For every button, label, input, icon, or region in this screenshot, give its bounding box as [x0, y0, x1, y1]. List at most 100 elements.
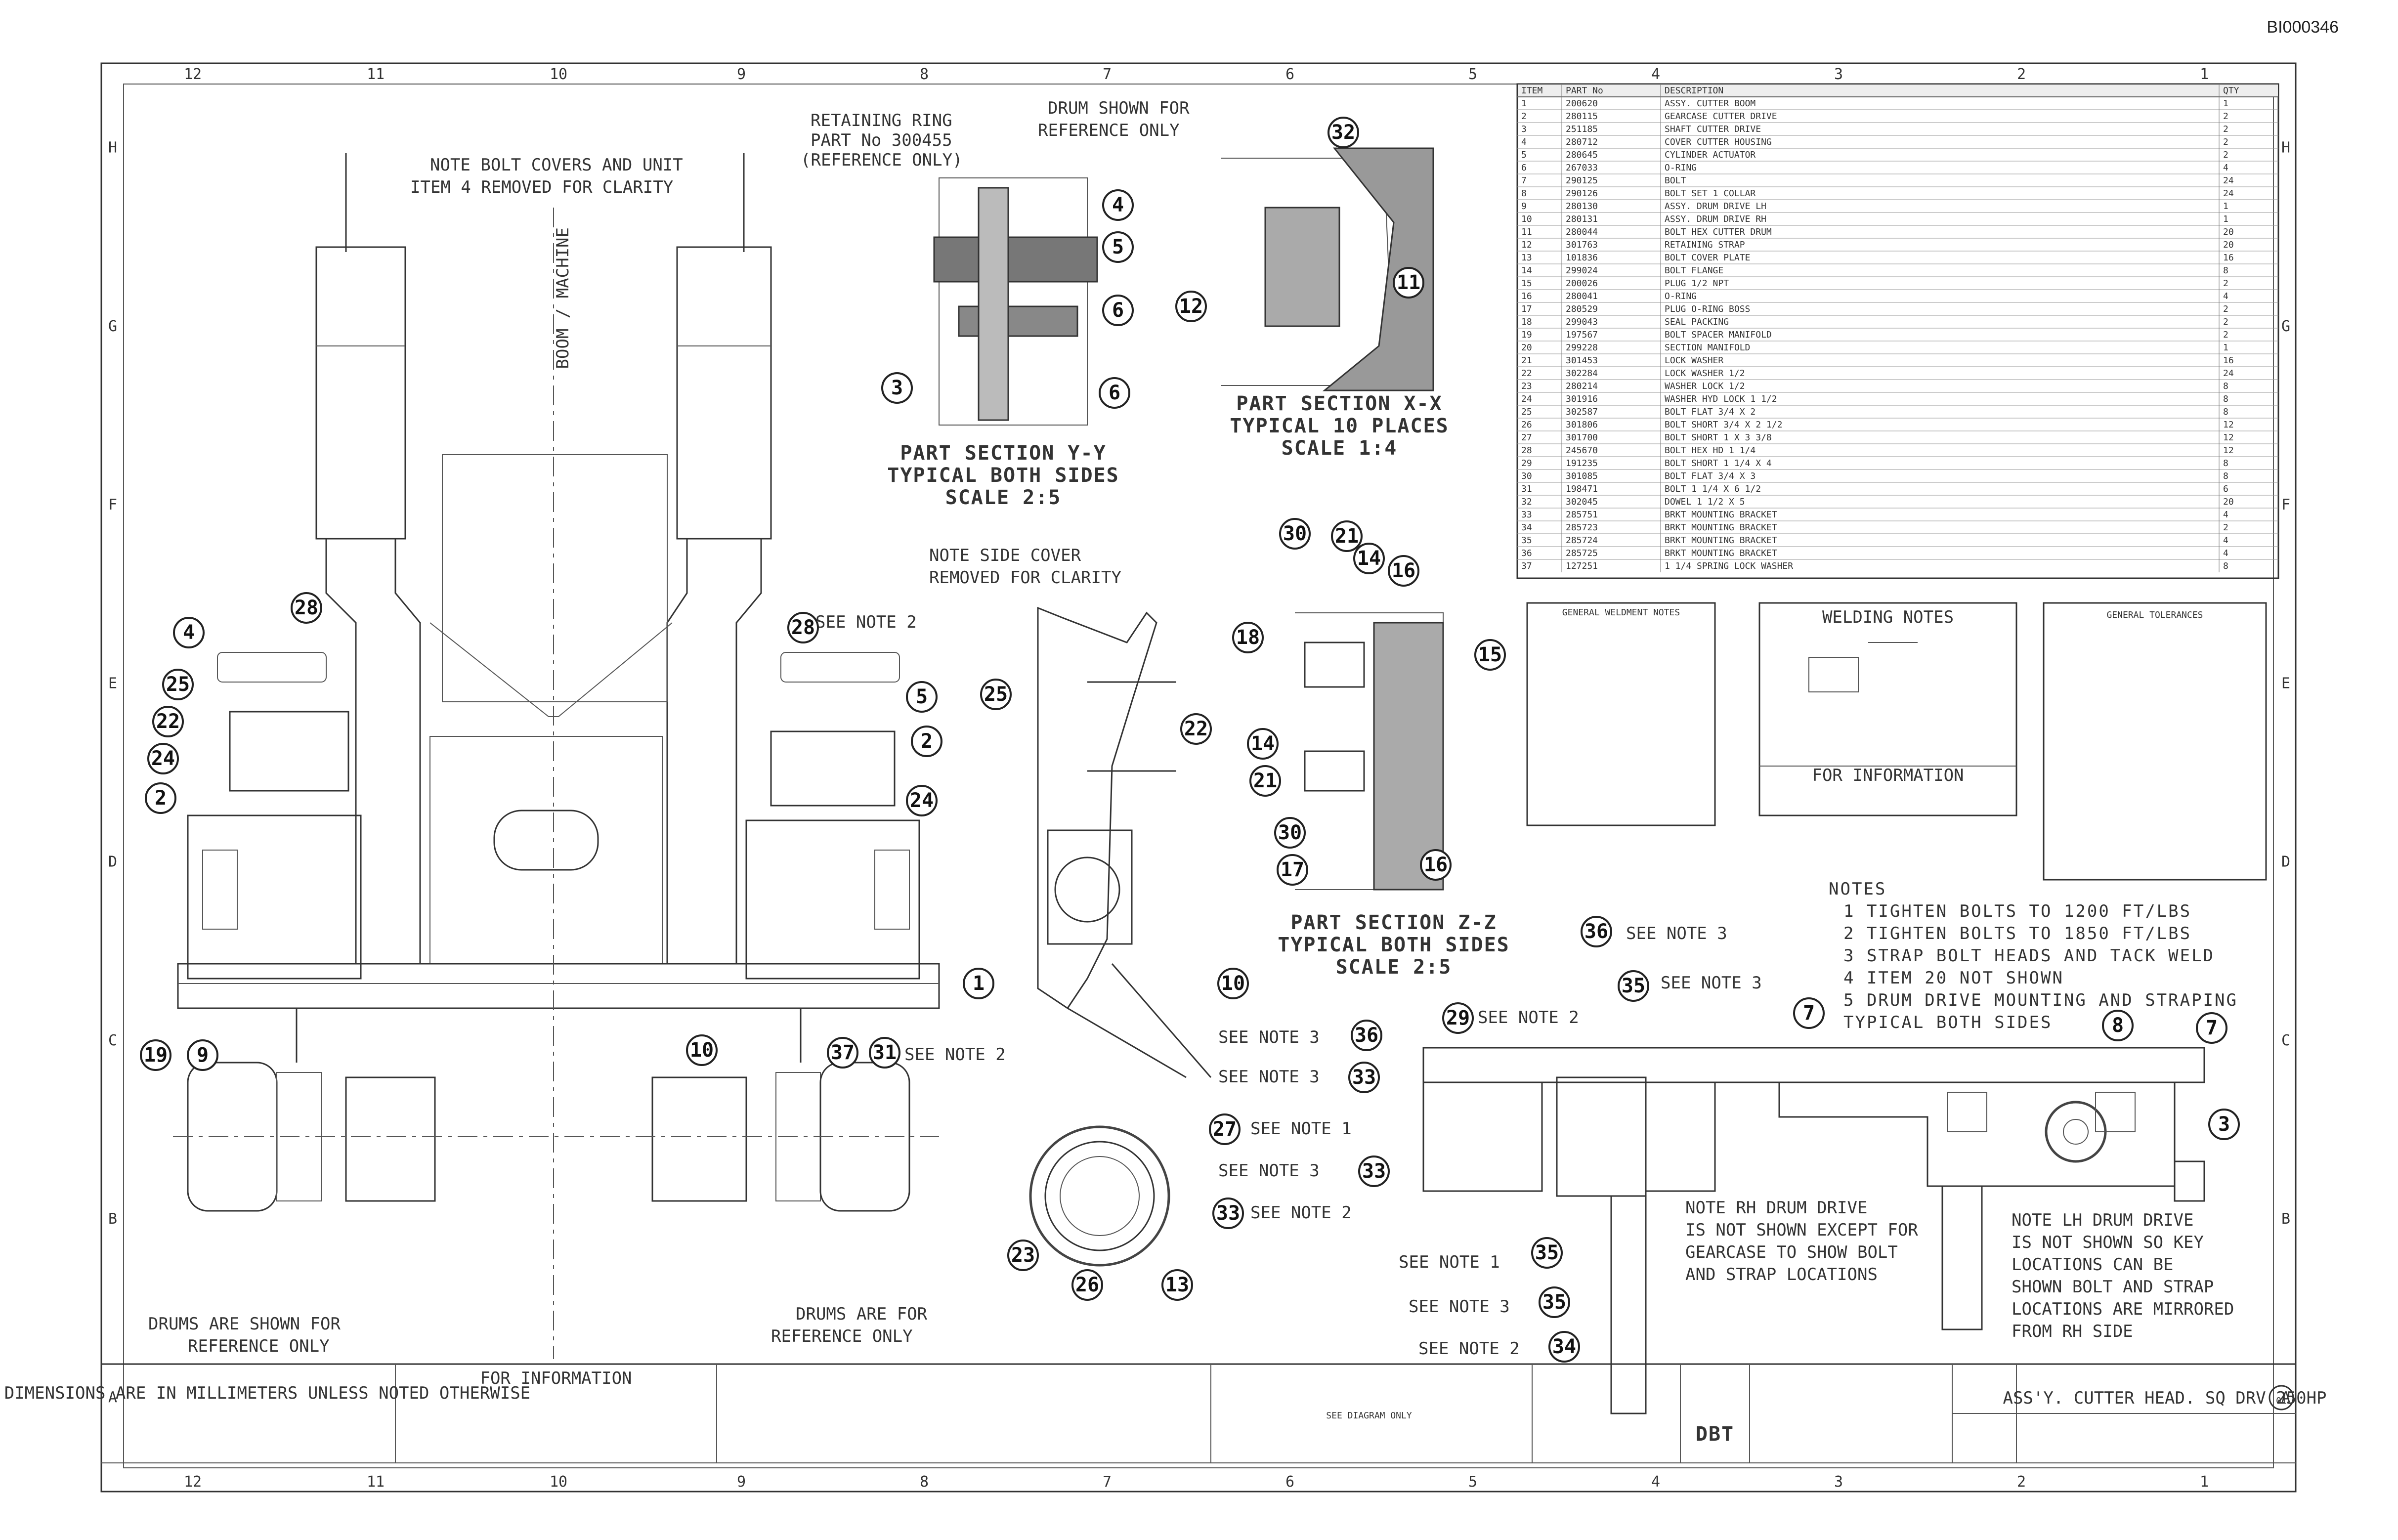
item-balloon: 35 — [1618, 970, 1649, 1002]
bom-cell: 4 — [2223, 510, 2228, 520]
item-balloon: 17 — [1277, 854, 1308, 886]
svg-text:3: 3 — [2218, 1113, 2230, 1136]
bom-cell: 301085 — [1566, 471, 1598, 481]
see-note-3-a: SEE NOTE 3 — [1218, 1027, 1320, 1047]
svg-text:1: 1 — [973, 972, 985, 995]
bom-cell: BRKT MOUNTING BRACKET — [1665, 535, 1777, 546]
notes-heading: NOTES — [1829, 879, 1886, 899]
zone-col-top: 6 — [1285, 66, 1294, 83]
bom-cell: 2 — [2223, 111, 2228, 122]
item-balloon: 23 — [1007, 1240, 1039, 1271]
notes-block: NOTES 1 TIGHTEN BOLTS TO 1200 FT/LBS 2 TI… — [1829, 879, 2238, 1032]
zone-col-top: 12 — [184, 66, 202, 83]
drum-shown-label: DRUM SHOWN FOR — [1048, 98, 1190, 118]
item-balloon: 22 — [1180, 713, 1212, 745]
section-xx-sub: TYPICAL 10 PLACES — [1230, 415, 1449, 437]
bom-cell: 280130 — [1566, 201, 1598, 212]
svg-text:4: 4 — [183, 621, 195, 644]
section-xx — [1221, 147, 1434, 391]
svg-text:30: 30 — [1278, 821, 1302, 844]
svg-text:33: 33 — [1352, 1066, 1376, 1089]
inner-border — [123, 84, 2274, 1468]
bom-cell: 16 — [1521, 291, 1532, 301]
svg-text:10: 10 — [1221, 972, 1245, 995]
svg-text:26: 26 — [1075, 1274, 1099, 1296]
note-bolt-removed-2: ITEM 4 REMOVED FOR CLARITY — [410, 177, 673, 197]
svg-text:31: 31 — [873, 1041, 897, 1064]
svg-text:2: 2 — [921, 730, 933, 753]
bom-cell: WASHER HYD LOCK 1 1/2 — [1665, 394, 1777, 404]
zone-row-right: E — [2281, 675, 2290, 692]
bom-cell: BRKT MOUNTING BRACKET — [1665, 510, 1777, 520]
section-yy-title: PART SECTION Y-Y — [900, 442, 1106, 465]
rh-note-4: AND STRAP LOCATIONS — [1685, 1265, 1878, 1284]
bom-cell: BOLT SHORT 1 X 3 3/8 — [1665, 432, 1772, 443]
section-yy-scale: SCALE 2:5 — [945, 486, 1062, 509]
bom-cell: 7 — [1521, 175, 1527, 186]
item-balloon: 10 — [686, 1034, 718, 1066]
svg-text:22: 22 — [156, 710, 180, 733]
bom-header: PART No — [1566, 86, 1603, 96]
svg-text:24: 24 — [910, 789, 934, 812]
bom-cell: 8 — [2223, 407, 2228, 417]
svg-text:8: 8 — [2112, 1014, 2124, 1037]
bom-cell: 30 — [1521, 471, 1532, 481]
bom-cell: 4 — [2223, 548, 2228, 558]
svg-text:5: 5 — [916, 685, 928, 708]
see-note-3-c: SEE NOTE 3 — [1218, 1161, 1320, 1181]
svg-text:28: 28 — [295, 597, 318, 619]
bom-cell: SHAFT CUTTER DRIVE — [1665, 124, 1761, 134]
svg-text:21: 21 — [1335, 525, 1359, 548]
zone-row-left: D — [108, 854, 117, 871]
item-balloon: 37 — [827, 1037, 858, 1069]
svg-text:21: 21 — [1253, 770, 1277, 792]
item-balloon: 29 — [1442, 1002, 1474, 1034]
bom-cell: O-RING — [1665, 291, 1697, 301]
bom-cell: 200620 — [1566, 98, 1598, 109]
item-balloon: 25 — [162, 669, 194, 700]
bom-cell: 2 — [2223, 317, 2228, 327]
for-information-title: FOR INFORMATION — [480, 1369, 632, 1388]
item-balloon: 25 — [980, 679, 1012, 710]
zone-row-left: A — [108, 1389, 117, 1406]
bom-cell: 4 — [2223, 291, 2228, 301]
bom-cell: 28 — [1521, 445, 1532, 456]
item-balloon: 22 — [152, 706, 184, 737]
svg-text:23: 23 — [1011, 1244, 1035, 1267]
bom-cell: 191235 — [1566, 458, 1598, 469]
bom-cell: PLUG 1/2 NPT — [1665, 278, 1729, 289]
bom-cell: 301763 — [1566, 240, 1598, 250]
svg-text:28: 28 — [791, 616, 815, 639]
svg-text:2: 2 — [155, 787, 167, 810]
part-no-label: PART No 300455 — [811, 130, 952, 150]
note-item: 5 DRUM DRIVE MOUNTING AND STRAPING — [1843, 990, 2238, 1010]
note-item: 1 TIGHTEN BOLTS TO 1200 FT/LBS — [1843, 901, 2191, 921]
svg-text:32: 32 — [1331, 121, 1355, 144]
bom-cell: 285725 — [1566, 548, 1598, 558]
bom-cell: CYLINDER ACTUATOR — [1665, 150, 1756, 160]
note-item: TYPICAL BOTH SIDES — [1843, 1013, 2052, 1032]
bom-cell: 2 — [2223, 124, 2228, 134]
bom-cell: 197567 — [1566, 330, 1598, 340]
bom-cell: 19 — [1521, 330, 1532, 340]
bom-cell: 13 — [1521, 253, 1532, 263]
svg-text:35: 35 — [1542, 1291, 1566, 1314]
lh-note-4: SHOWN BOLT AND STRAP — [2012, 1277, 2214, 1297]
note-item: 2 TIGHTEN BOLTS TO 1850 FT/LBS — [1843, 924, 2191, 943]
bom-cell: BOLT 1 1/4 X 6 1/2 — [1665, 484, 1761, 494]
svg-text:19: 19 — [144, 1044, 168, 1067]
bom-cell: 37 — [1521, 561, 1532, 571]
svg-text:16: 16 — [1392, 559, 1415, 582]
bom-cell: 280529 — [1566, 304, 1598, 314]
bom-cell: 2 — [2223, 330, 2228, 340]
bom-cell: 127251 — [1566, 561, 1598, 571]
bom-cell: 280214 — [1566, 381, 1598, 391]
bom-cell: BOLT FLANGE — [1665, 265, 1723, 276]
zone-col-bottom: 6 — [1285, 1473, 1294, 1491]
svg-text:13: 13 — [1165, 1274, 1189, 1296]
zone-col-bottom: 10 — [550, 1473, 567, 1491]
bom-cell: 285723 — [1566, 522, 1598, 533]
bom-cell: 280044 — [1566, 227, 1598, 237]
svg-text:33: 33 — [1216, 1202, 1240, 1225]
